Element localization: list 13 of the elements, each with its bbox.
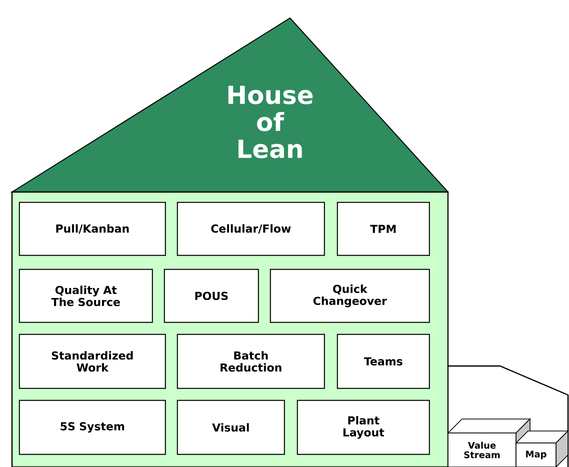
pillar-box: Batch Reduction	[176, 334, 325, 389]
pillar-box: Teams	[336, 334, 430, 389]
pillar-box: Plant Layout	[296, 400, 430, 455]
pillar-box: Quality At The Source	[18, 268, 153, 323]
pillar-box: TPM	[336, 202, 430, 256]
pillar-box: Cellular/Flow	[176, 202, 325, 256]
pillar-box: Visual	[176, 400, 285, 455]
pillar-box: Quick Changeover	[270, 268, 430, 323]
pillar-box: POUS	[164, 268, 259, 323]
node-label: Value Stream	[464, 442, 500, 458]
pillar-box: Standardized Work	[18, 334, 166, 389]
pillar-box: 5S System	[18, 400, 166, 455]
pillar-box: Pull/Kanban	[18, 202, 166, 256]
